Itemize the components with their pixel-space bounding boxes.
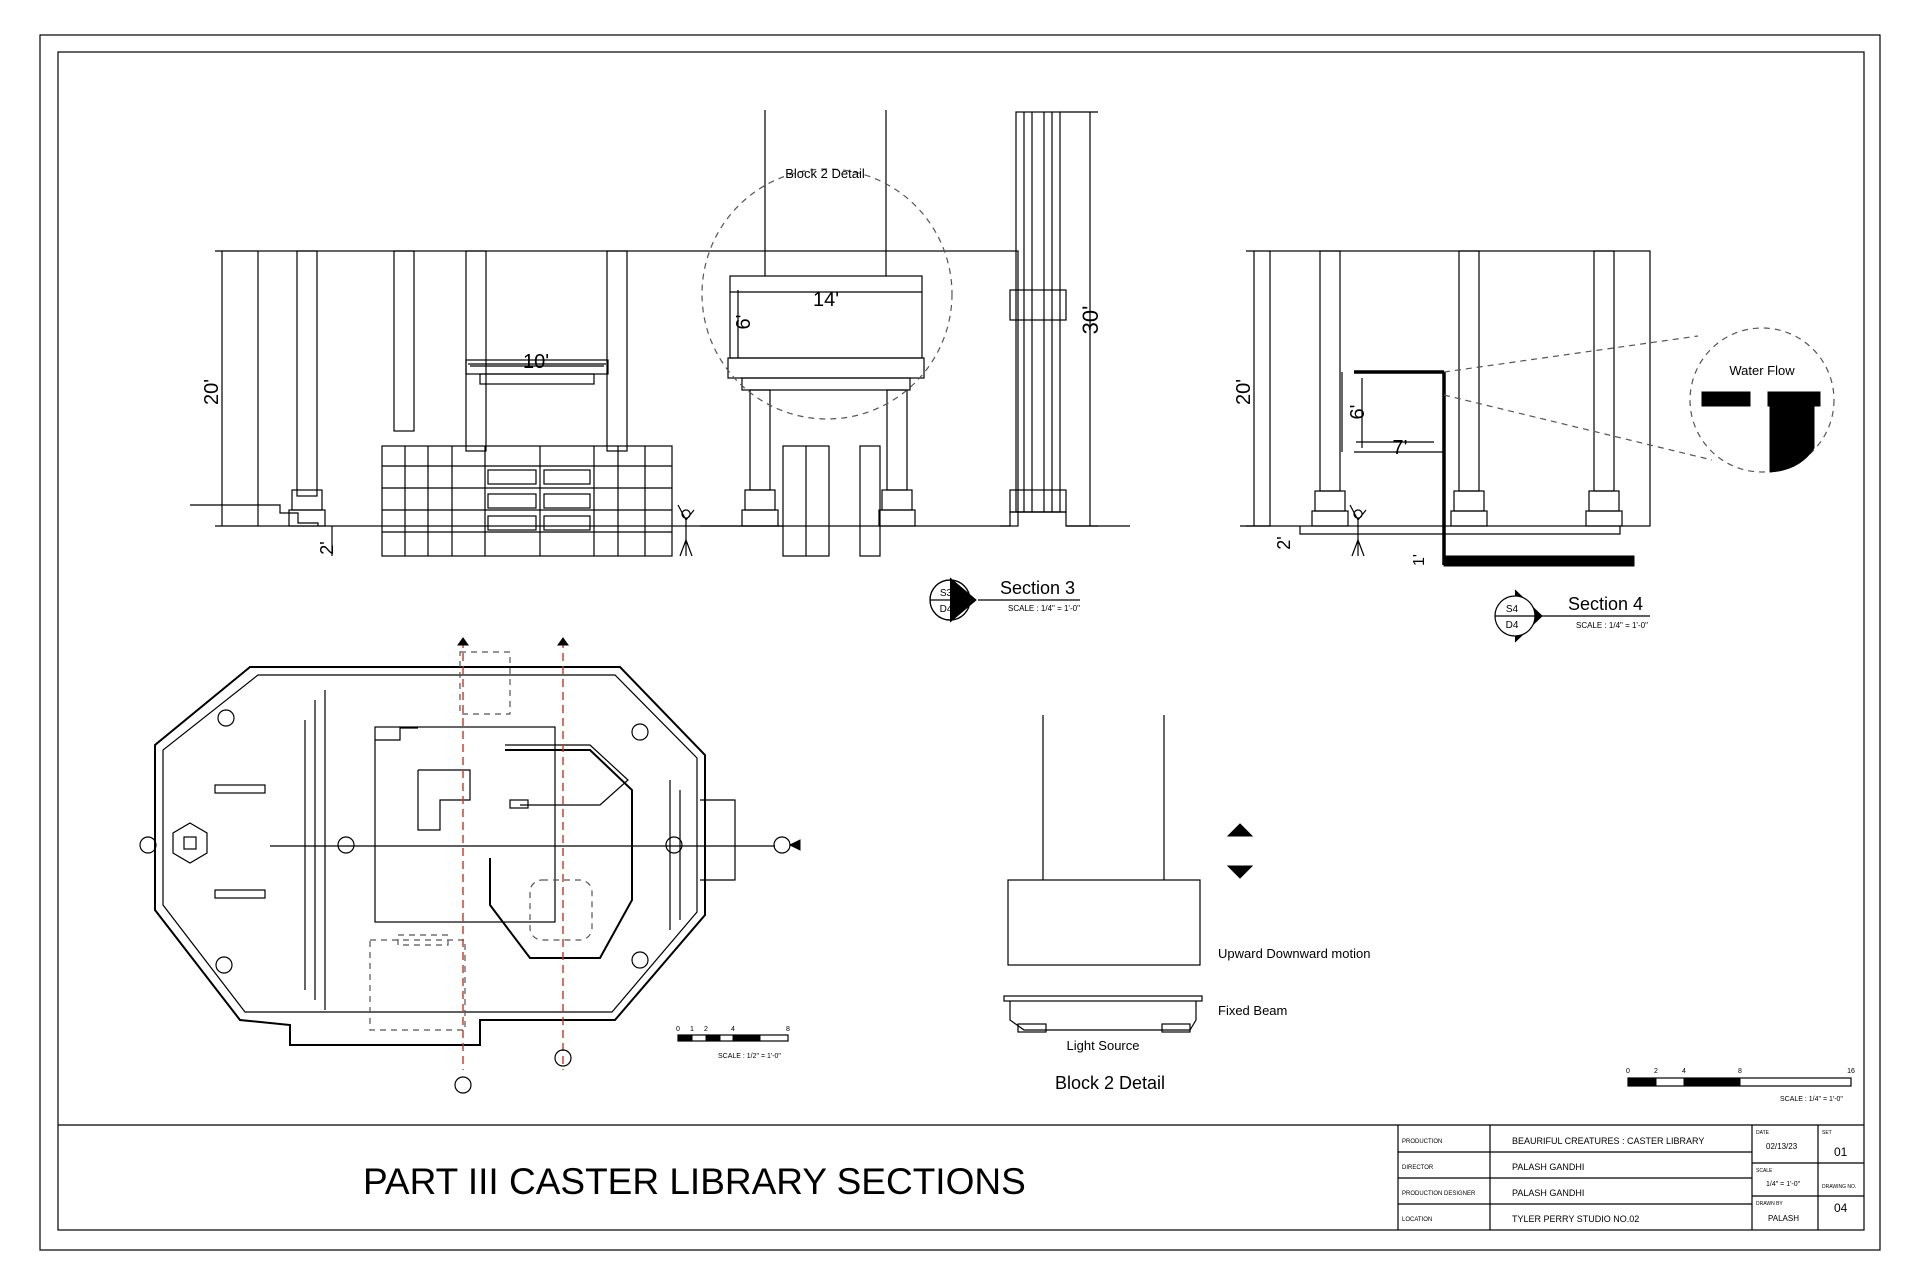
plan-scale-label: SCALE : 1/2" = 1'-0"	[718, 1053, 781, 1060]
fixed-beam-label: Fixed Beam	[1218, 1003, 1287, 1018]
director-value: PALASH GANDHI	[1512, 1162, 1584, 1172]
production-value: BEAURIFUL CREATURES : CASTER LIBRARY	[1512, 1136, 1704, 1146]
main-scale-tick-8: 8	[1738, 1068, 1742, 1075]
designer-value: PALASH GANDHI	[1512, 1188, 1584, 1198]
main-scale-tick-16: 16	[1847, 1068, 1855, 1075]
plan-scale-tick-1: 1	[690, 1026, 694, 1033]
s4-dim-step: 2'	[1274, 536, 1294, 549]
section-4-tag	[1494, 589, 1650, 643]
director-label: DIRECTOR	[1402, 1165, 1434, 1171]
main-scale-label: SCALE : 1/4" = 1'-0"	[1780, 1096, 1843, 1103]
motion-label: Upward Downward motion	[1218, 946, 1370, 961]
drawing-no-value: 04	[1834, 1201, 1848, 1215]
section-3-elevation	[190, 110, 1130, 557]
main-scale-tick-0: 0	[1626, 1068, 1630, 1075]
block-2-title: Block 2 Detail	[1055, 1073, 1165, 1093]
s4-dim-frame-height: 6'	[1347, 405, 1369, 420]
set-value: 01	[1834, 1145, 1848, 1159]
s4-dim-frame-width: 7'	[1393, 437, 1408, 459]
light-source-label: Light Source	[1067, 1038, 1140, 1053]
plan-scale-tick-2: 2	[704, 1026, 708, 1033]
s3-callout-label: Block 2 Detail	[785, 166, 865, 181]
plan-scale-tick-8: 8	[786, 1026, 790, 1033]
section-3-title: Section 3	[1000, 578, 1075, 598]
bookshelves	[381, 445, 673, 557]
down-arrow-icon	[1226, 865, 1254, 879]
section-3-tag	[929, 577, 1080, 623]
plan-scale-tick-0: 0	[676, 1026, 680, 1033]
section-4-elevation	[1240, 250, 1835, 567]
block-2-detail	[1003, 715, 1254, 1033]
plan-scale-tick-4: 4	[731, 1026, 735, 1033]
scale-value: 1/4" = 1'-0"	[1766, 1181, 1801, 1188]
main-scale-tick-4: 4	[1682, 1068, 1686, 1075]
section-4-title: Section 4	[1568, 594, 1643, 614]
s4-tag-top: S4	[1506, 604, 1519, 615]
water-flow-label: Water Flow	[1729, 363, 1795, 378]
s3-dim-block-height: 6'	[733, 315, 755, 330]
drawing-no-label: DRAWING NO.	[1822, 1184, 1856, 1190]
date-value: 02/13/23	[1766, 1142, 1798, 1151]
s4-dim-base: 1'	[1411, 554, 1428, 566]
s4-dim-height-left: 20'	[1233, 379, 1255, 405]
s3-dim-block-width: 14'	[813, 289, 839, 311]
inner-border	[57, 51, 1865, 1231]
sheet-title: PART III CASTER LIBRARY SECTIONS	[363, 1161, 1026, 1202]
scale-figure	[677, 504, 695, 557]
s4-tag-bottom: D4	[1506, 620, 1519, 631]
title-block-frame	[58, 1124, 1864, 1230]
s3-dim-total-height: 30'	[1078, 306, 1103, 335]
s3-dim-height-left: 20'	[201, 379, 223, 405]
floor-plan	[139, 637, 801, 1094]
water-flow-callout-circle	[1689, 327, 1835, 473]
set-label: SET	[1822, 1130, 1832, 1136]
drawn-by-label: DRAWN BY	[1756, 1201, 1783, 1207]
plan-scale-bar	[677, 1034, 789, 1042]
section-3-scale: SCALE : 1/4" = 1'-0"	[1008, 604, 1080, 613]
up-arrow-icon	[1226, 823, 1254, 837]
location-value: TYLER PERRY STUDIO NO.02	[1512, 1214, 1639, 1224]
main-scale-bar	[1627, 1077, 1852, 1087]
date-label: DATE	[1756, 1130, 1770, 1136]
designer-label: PRODUCTION DESIGNER	[1402, 1191, 1476, 1197]
main-scale-tick-2: 2	[1654, 1068, 1658, 1075]
s3-dim-step: 2'	[317, 541, 337, 554]
drawn-by-value: PALASH	[1768, 1214, 1799, 1223]
scale-label: SCALE	[1756, 1168, 1773, 1174]
production-label: PRODUCTION	[1402, 1139, 1442, 1145]
section-4-scale: SCALE : 1/4" = 1'-0"	[1576, 621, 1648, 630]
location-label: LOCATION	[1402, 1217, 1432, 1223]
s3-dim-shelf-width: 10'	[523, 351, 549, 373]
block-2-callout-circle	[701, 168, 953, 420]
s3-tag-top: S3	[940, 588, 953, 599]
s3-tag-bottom: D4	[940, 604, 953, 615]
outer-border	[39, 34, 1881, 1251]
